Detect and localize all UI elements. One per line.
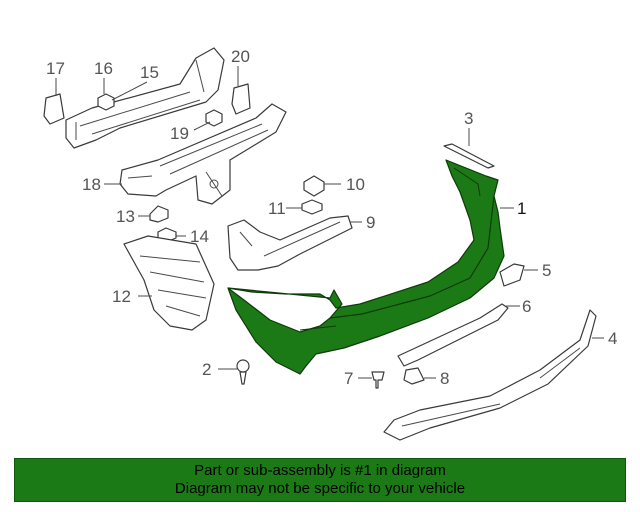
part-11-clip[interactable] [301, 199, 323, 215]
parts-diagram: 17 16 15 20 19 18 10 11 13 14 9 12 3 1 5… [43, 47, 617, 441]
part-12-corner-bracket[interactable] [123, 235, 215, 331]
part-1-bumper-cover[interactable] [227, 159, 505, 375]
callout-18: 18 [82, 175, 101, 194]
banner-line-2: Diagram may not be specific to your vehi… [174, 480, 466, 497]
part-9-side-bracket[interactable] [227, 215, 353, 271]
callouts: 17 16 15 20 19 18 10 11 13 14 9 12 3 1 5… [46, 47, 617, 388]
part-4-valance[interactable] [383, 309, 597, 441]
callout-3: 3 [464, 109, 473, 128]
callout-7: 7 [344, 369, 353, 388]
part-6-mount-strip[interactable] [397, 303, 509, 367]
part-15-reinforcement[interactable] [65, 47, 225, 149]
callout-20: 20 [231, 47, 250, 66]
callout-14: 14 [190, 227, 209, 246]
part-7-clip[interactable] [371, 371, 385, 389]
leader-lines [55, 66, 604, 379]
part-16-nut[interactable] [97, 93, 115, 111]
part-19-nut[interactable] [205, 109, 223, 127]
callout-12: 12 [112, 287, 131, 306]
part-13-grommet[interactable] [149, 205, 169, 223]
callout-8: 8 [440, 369, 449, 388]
callout-19: 19 [170, 124, 189, 143]
part-10-clip[interactable] [303, 175, 325, 197]
part-3-strip[interactable] [443, 143, 495, 169]
part-17-pad[interactable] [43, 93, 65, 125]
callout-1: 1 [517, 199, 526, 218]
callout-5: 5 [542, 261, 551, 280]
callout-13: 13 [116, 207, 135, 226]
part-20-pad[interactable] [231, 83, 251, 115]
callout-2: 2 [202, 360, 211, 379]
part-8-nut-clip[interactable] [403, 367, 425, 385]
callout-17: 17 [46, 59, 65, 78]
part-2-screw[interactable] [236, 359, 250, 385]
part-18-tow-bracket[interactable] [119, 103, 287, 205]
callout-11: 11 [268, 199, 286, 218]
callout-4: 4 [608, 329, 617, 348]
callout-6: 6 [522, 297, 531, 316]
info-banner: Part or sub-assembly is #1 in diagram Di… [14, 458, 626, 502]
callout-10: 10 [346, 175, 365, 194]
callout-9: 9 [366, 213, 375, 232]
callout-15: 15 [140, 63, 159, 82]
part-5-bracket[interactable] [499, 263, 525, 287]
callout-16: 16 [94, 59, 113, 78]
banner-line-1: Part or sub-assembly is #1 in diagram [194, 462, 446, 479]
